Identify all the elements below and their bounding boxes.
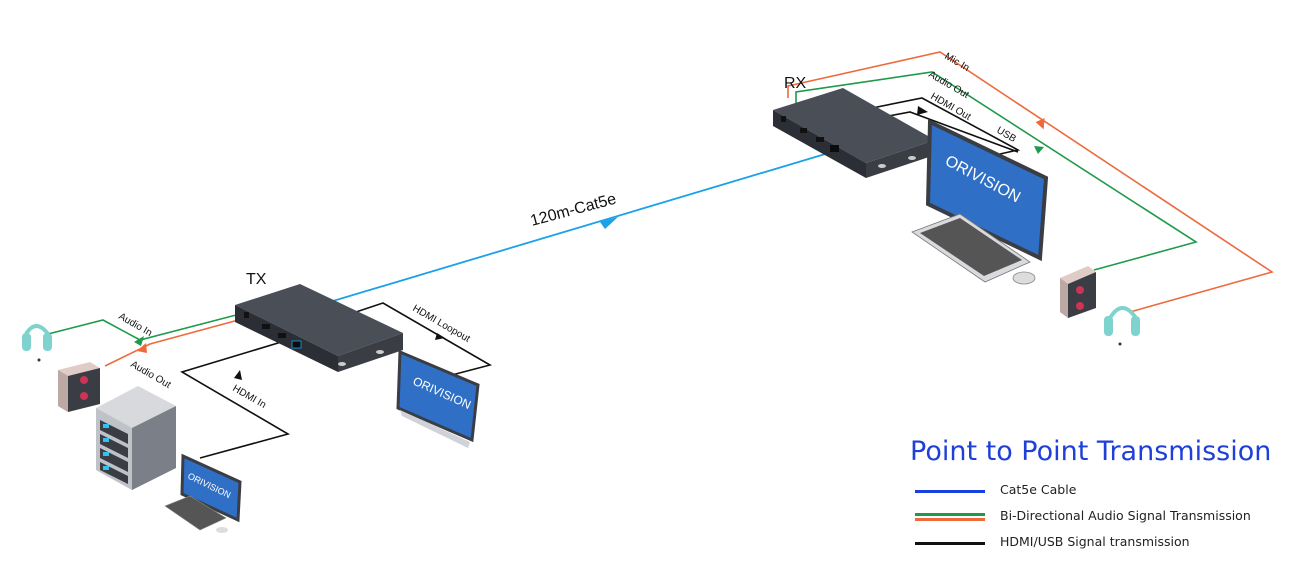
cat5e-arrow-icon bbox=[600, 217, 618, 229]
legend-swatch-audio-green bbox=[915, 513, 985, 516]
usb-label: USB bbox=[995, 125, 1019, 145]
rx-workstation: ORIVISION bbox=[911, 118, 1049, 285]
tx-device bbox=[235, 284, 403, 372]
legend-label-cat5e: Cat5e Cable bbox=[1000, 482, 1077, 497]
tx-audio-out-line bbox=[104, 318, 243, 367]
audio-out-tx-label: Audio Out bbox=[129, 359, 173, 391]
rx-mic-in-line bbox=[787, 51, 1274, 313]
legend-swatch-audio-orange bbox=[915, 518, 985, 521]
tx-speaker-icon bbox=[58, 362, 100, 412]
mic-in-label: Mic In bbox=[943, 51, 972, 74]
rx-audio-out-line bbox=[795, 71, 1198, 271]
legend-swatch-hdmi-usb bbox=[915, 542, 985, 545]
rx-label: RX bbox=[784, 75, 807, 92]
audio-in-label: Audio In bbox=[117, 311, 154, 339]
rx-headphone-icon bbox=[1104, 306, 1140, 346]
legend-label-audio: Bi-Directional Audio Signal Transmission bbox=[1000, 508, 1251, 523]
legend-label-hdmi-usb: HDMI/USB Signal transmission bbox=[1000, 534, 1190, 549]
server-rack bbox=[96, 386, 176, 490]
tx-loopout-monitor: ORIVISION bbox=[396, 349, 480, 448]
rx-speaker-icon bbox=[1060, 266, 1096, 318]
tx-label: TX bbox=[246, 271, 267, 288]
source-pc: ORIVISION bbox=[164, 453, 242, 533]
rx-device bbox=[773, 88, 935, 178]
diagram-title: Point to Point Transmission bbox=[910, 436, 1272, 467]
hdmi-in-line bbox=[180, 339, 291, 459]
tx-headphone-icon bbox=[22, 324, 52, 362]
legend-swatch-cat5e bbox=[915, 490, 985, 493]
hdmi-loopout-line bbox=[355, 302, 493, 377]
tx-audio-in-line bbox=[47, 313, 241, 346]
hdmi-in-label: HDMI In bbox=[231, 383, 268, 411]
cat5e-cable bbox=[295, 151, 833, 342]
